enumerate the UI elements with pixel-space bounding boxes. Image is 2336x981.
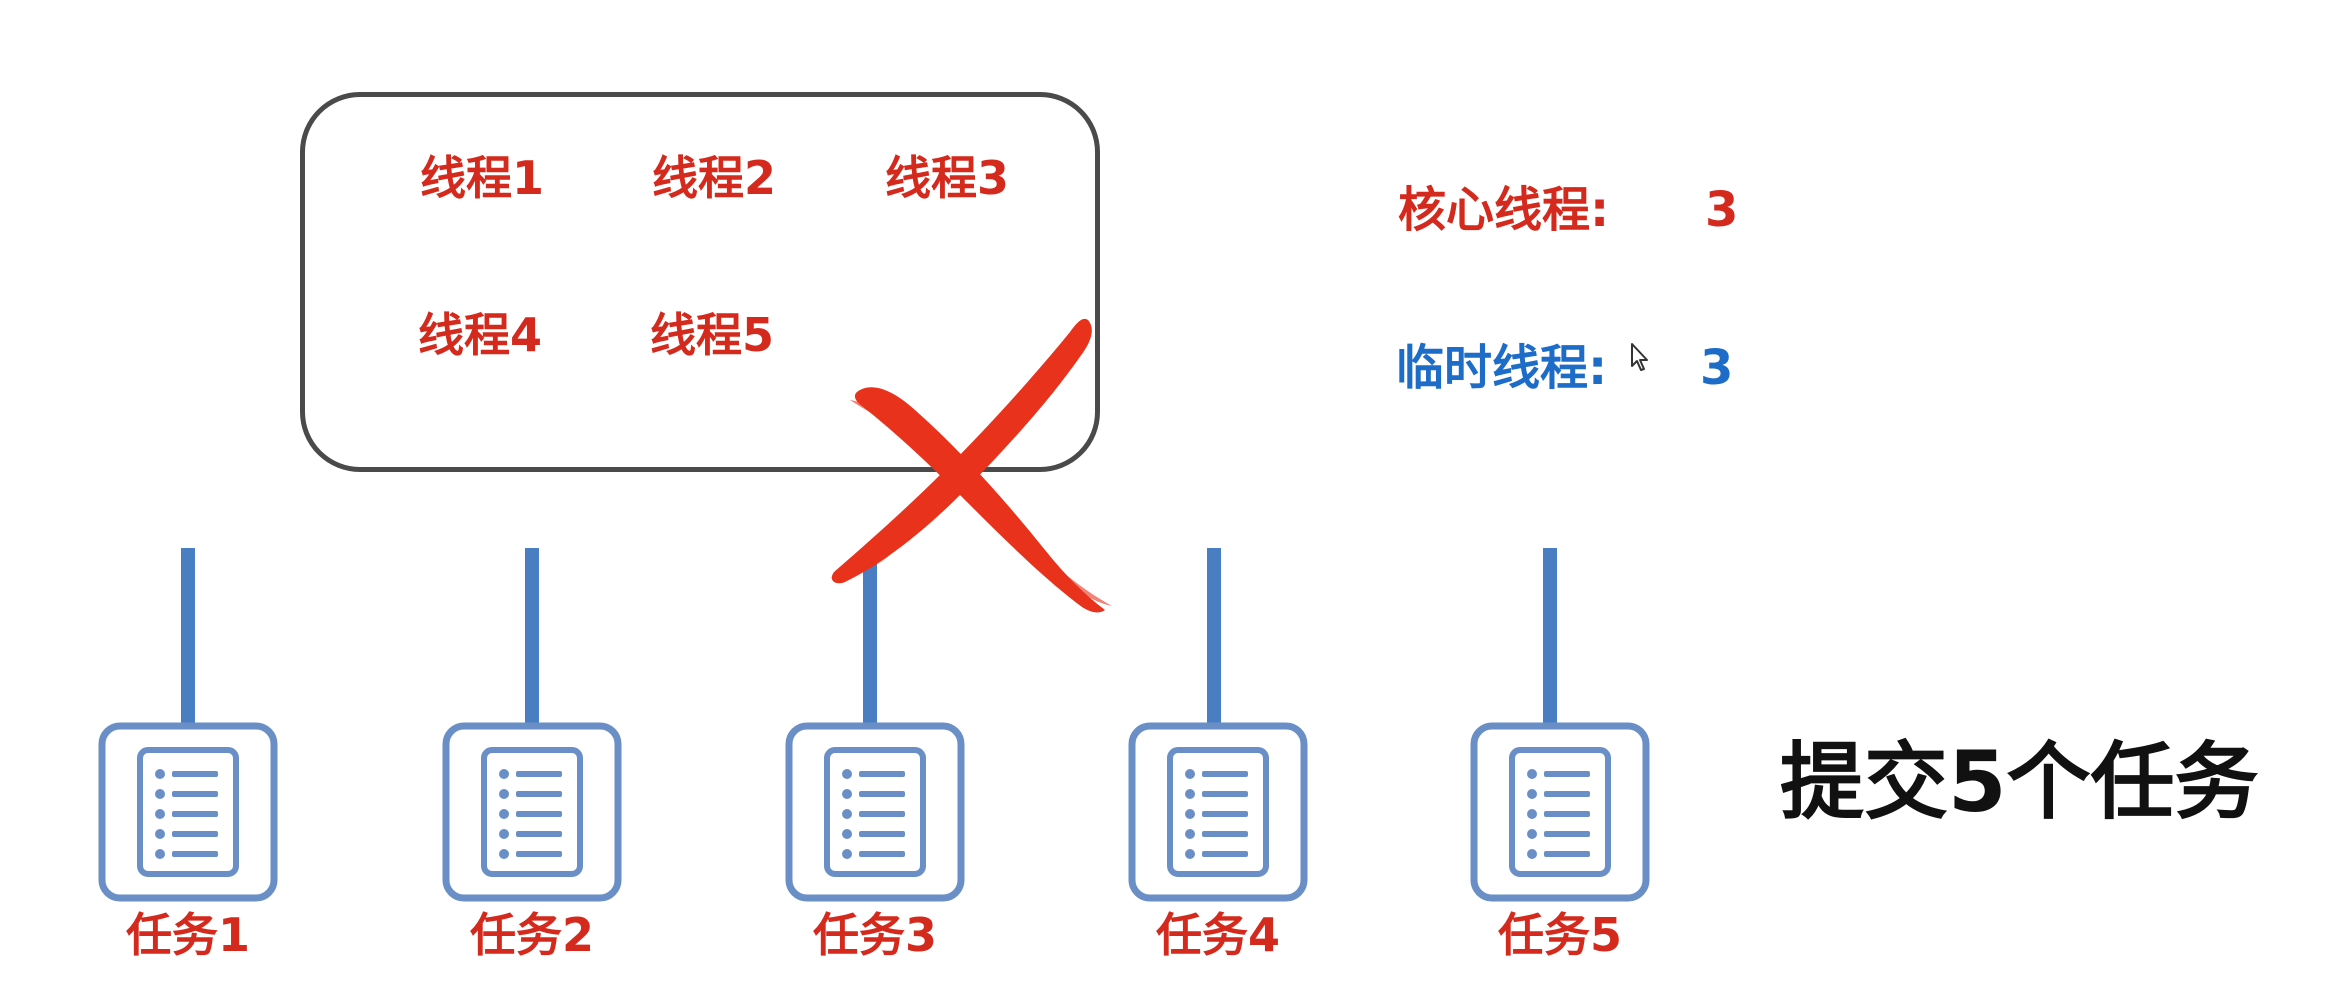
- task-label-3: 任务3: [812, 908, 937, 962]
- task-label-4: 任务4: [1155, 908, 1280, 962]
- task-label-5: 任务5: [1497, 908, 1622, 962]
- document-list-icon: [1128, 722, 1308, 902]
- document-list-icon: [98, 722, 278, 902]
- core-thread-value: 3: [1705, 182, 1739, 238]
- thread-label-5: 线程5: [650, 308, 775, 362]
- thread-label-2: 线程2: [652, 151, 777, 205]
- document-list-icon: [442, 722, 622, 902]
- document-list-icon: [1470, 722, 1650, 902]
- mouse-pointer-icon: [1631, 343, 1648, 371]
- connector-line-2: [525, 548, 539, 726]
- thread-label-3: 线程3: [885, 151, 1010, 205]
- connector-line-5: [1543, 548, 1557, 726]
- thread-pool-box: [300, 92, 1100, 472]
- connector-line-4: [1207, 548, 1221, 726]
- temp-thread-label: 临时线程:: [1396, 340, 1608, 396]
- connector-line-3: [863, 548, 877, 726]
- submit-tasks-text: 提交5个任务: [1780, 733, 2259, 831]
- core-thread-label: 核心线程:: [1398, 182, 1610, 238]
- task-label-1: 任务1: [125, 908, 250, 962]
- red-cross-icon: [830, 318, 1112, 613]
- thread-label-4: 线程4: [418, 308, 543, 362]
- document-list-icon: [785, 722, 965, 902]
- connector-line-1: [181, 548, 195, 726]
- thread-label-1: 线程1: [420, 151, 545, 205]
- task-label-2: 任务2: [469, 908, 594, 962]
- temp-thread-value: 3: [1700, 340, 1734, 396]
